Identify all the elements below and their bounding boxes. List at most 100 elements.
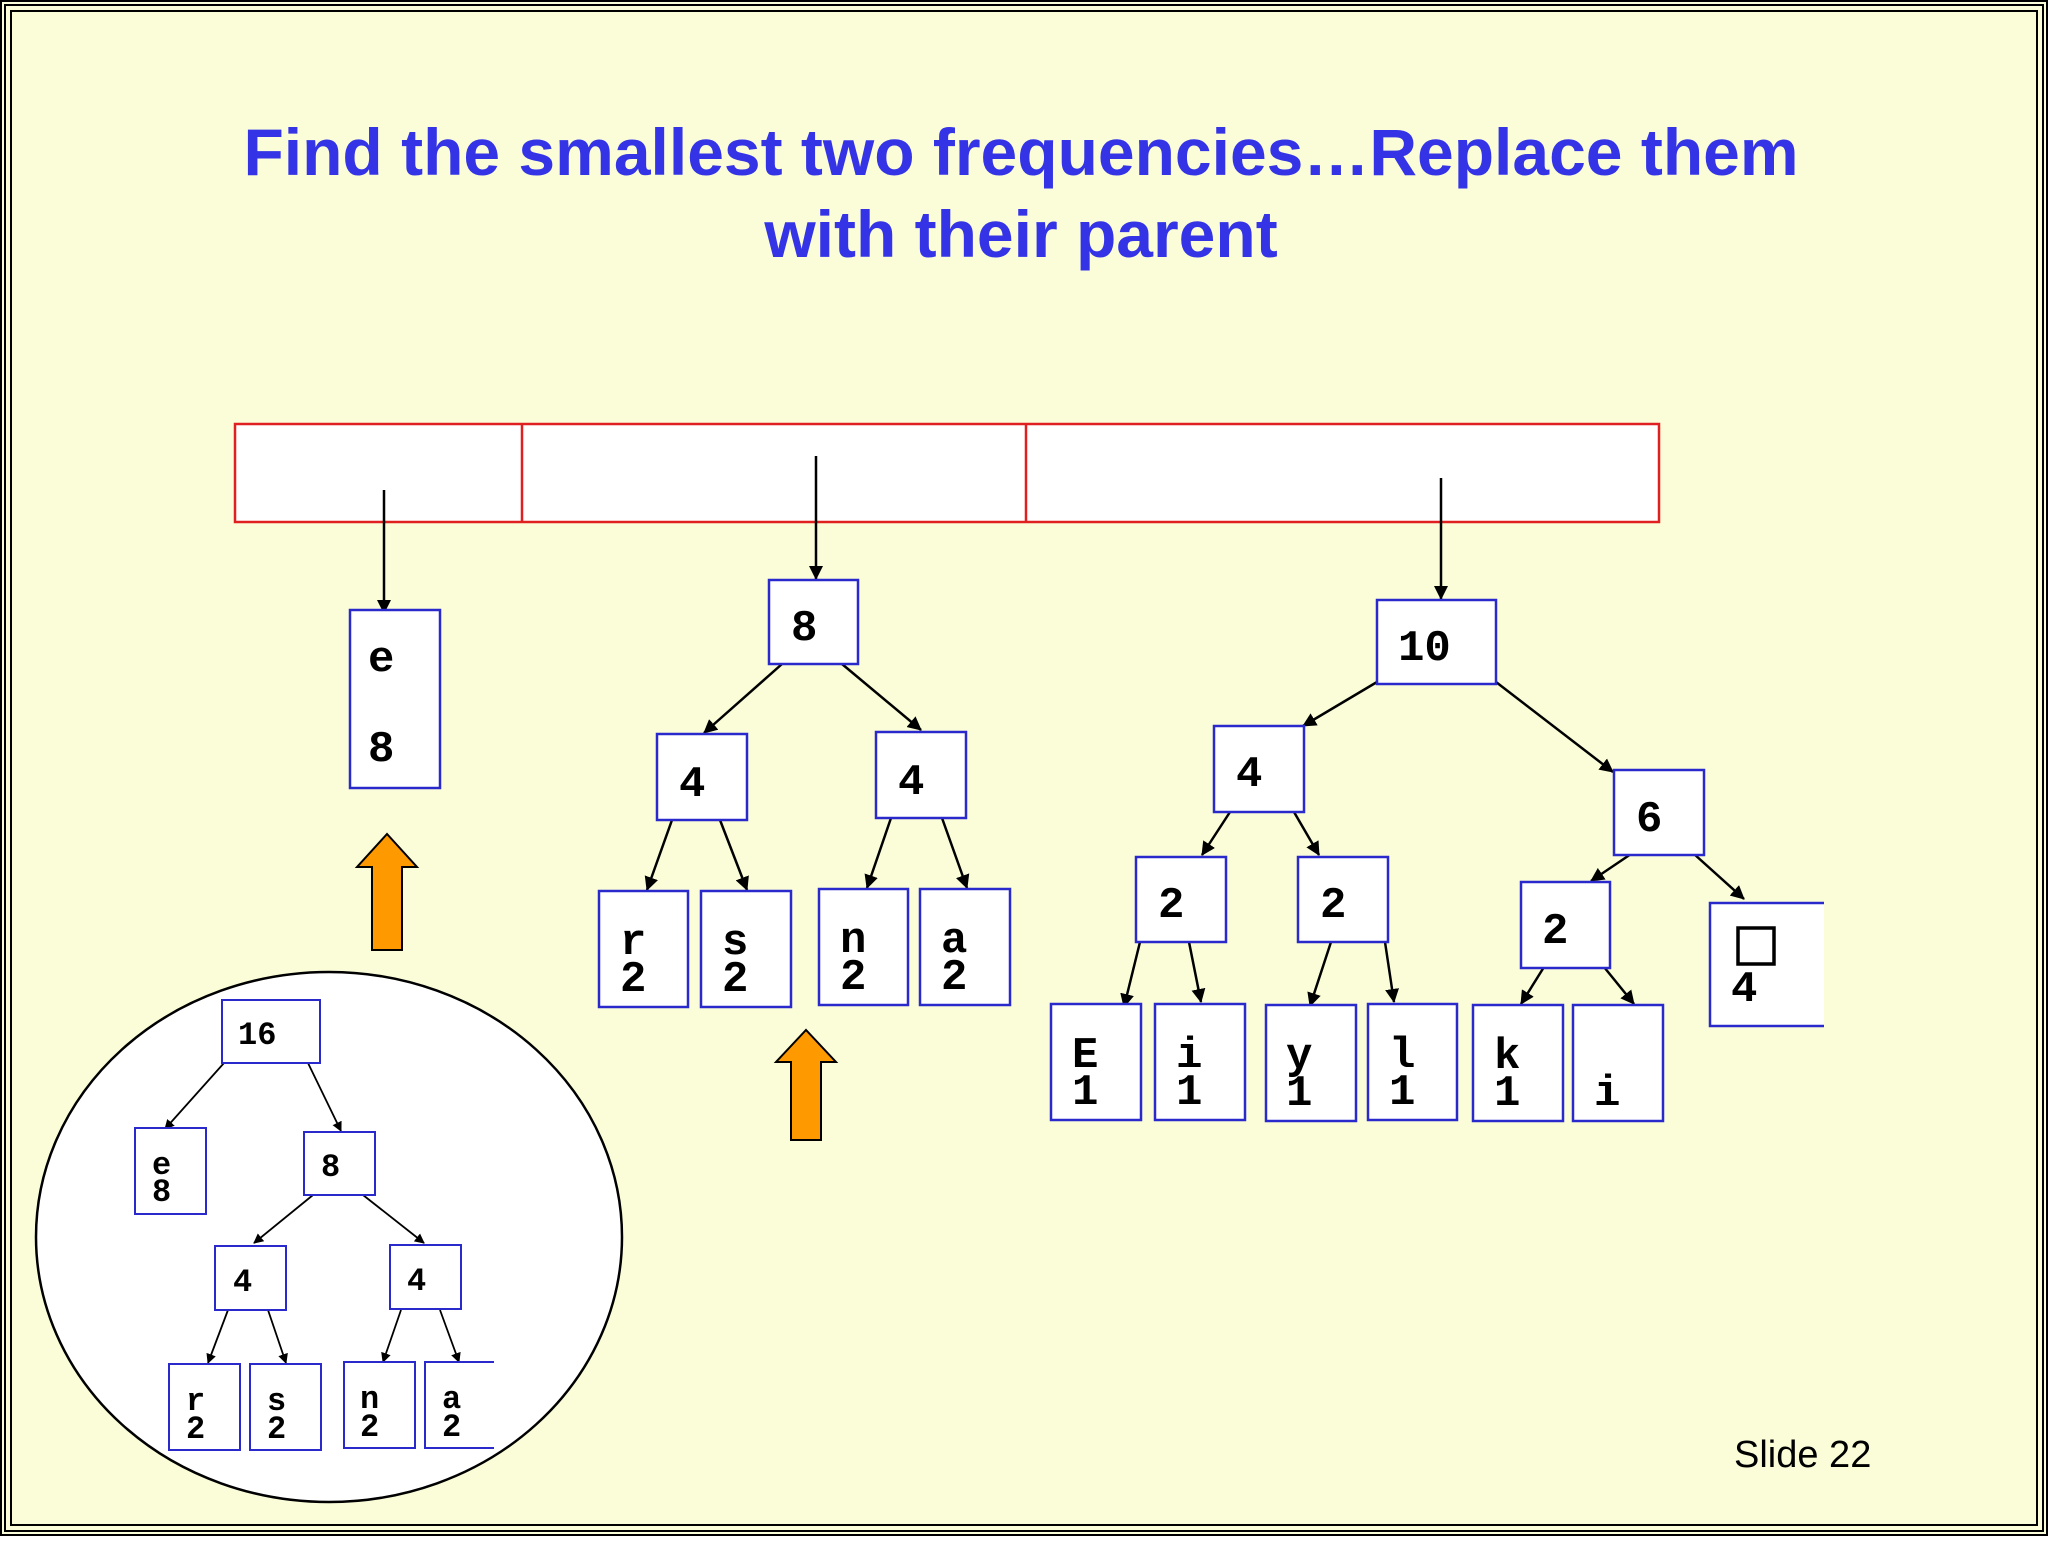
- node-frequency: 4: [233, 1264, 252, 1301]
- leaf-label: e: [152, 1147, 171, 1184]
- up-arrow-icon: [354, 832, 420, 951]
- node-frequency: 4: [407, 1263, 426, 1300]
- leaf-label: n: [840, 916, 866, 966]
- queue-box: [233, 422, 1661, 524]
- tree-edge: [1495, 681, 1614, 773]
- tree-edge: [1519, 966, 1546, 1005]
- leaf-label: E: [1072, 1031, 1098, 1081]
- tree-8: 8 4 4 r 2 s 2 n 2 a 2: [597, 578, 1012, 1009]
- priority-queue: [233, 422, 1661, 524]
- title-line-1: Find the smallest two frequencies…Replac…: [243, 115, 1799, 189]
- leaf-label: i: [1176, 1031, 1202, 1081]
- leaf-node: [134, 1127, 207, 1215]
- tree-edge: [267, 1309, 288, 1364]
- node-internal: [1519, 880, 1612, 970]
- tree-edge: [439, 1309, 461, 1363]
- tree-edge: [164, 1062, 225, 1130]
- tree-10: 10 4 6 2 2 2 4 E 1 i 1 y 1 l: [1049, 598, 1824, 1123]
- node-internal: [1612, 768, 1706, 857]
- node-frequency: 16: [238, 1017, 276, 1054]
- node-frequency: 2: [1320, 881, 1346, 931]
- tree-edge: [1590, 852, 1632, 883]
- tree-edge: [1120, 941, 1142, 1008]
- node-frequency: 2: [1158, 881, 1184, 931]
- leaf-node: [1264, 1003, 1358, 1123]
- tree-edge: [1693, 853, 1745, 900]
- node-internal: [874, 730, 968, 820]
- inset-tree: 16 e 8 8 4 4 r 2 s 2 n 2 a 2: [34, 970, 624, 1504]
- leaf-label: l: [1389, 1031, 1415, 1081]
- node-frequency: 4: [679, 760, 705, 810]
- tree-edge: [864, 817, 893, 889]
- node-internal: [303, 1131, 376, 1196]
- node-root: [1375, 598, 1498, 686]
- tree-edge: [644, 819, 674, 891]
- leaf-frequency: 2: [840, 953, 866, 1003]
- inset-ellipse: [34, 970, 624, 1504]
- leaf-label: y: [1286, 1032, 1312, 1082]
- slide-number: Slide 22: [1734, 1434, 1872, 1476]
- leaf-frequency: 2: [267, 1411, 286, 1448]
- leaf-frequency: 1: [1389, 1068, 1415, 1118]
- tree-edge: [841, 663, 922, 731]
- leaf-label: k: [1494, 1032, 1520, 1082]
- tree-edge: [1603, 966, 1635, 1005]
- leaf-frequency: 2: [442, 1409, 461, 1446]
- leaf-node: [1366, 1002, 1459, 1122]
- tree-edge: [307, 1062, 342, 1132]
- node-root: [221, 999, 321, 1064]
- leaf-label: r: [186, 1383, 205, 1420]
- tree-edge: [718, 819, 749, 891]
- leaf-frequency: i: [1594, 1069, 1620, 1119]
- tree-edge: [1292, 811, 1321, 856]
- node-internal: [1134, 855, 1228, 944]
- tree-edge: [1383, 941, 1399, 1003]
- tree-edge: [206, 1309, 229, 1364]
- leaf-frequency: 2: [360, 1409, 379, 1446]
- leaf-node: [918, 887, 1012, 1007]
- node-internal: [1296, 855, 1390, 944]
- node-label: e: [368, 635, 394, 685]
- leaf-node: [424, 1361, 494, 1449]
- leaf-node: [817, 887, 910, 1007]
- node-frequency: 4: [1236, 750, 1262, 800]
- leaf-label: a: [442, 1381, 461, 1418]
- leaf-node: [343, 1361, 416, 1449]
- tree-edge: [940, 817, 970, 889]
- tree-e8: e 8: [348, 608, 442, 790]
- leaf-label: s: [267, 1383, 286, 1420]
- leaf-frequency: 1: [1286, 1069, 1312, 1119]
- tree-edge: [253, 1194, 314, 1244]
- node-internal: [389, 1244, 462, 1310]
- leaf-label: s: [722, 918, 748, 968]
- leaf-node: [1153, 1002, 1247, 1122]
- title-line-2: with their parent: [764, 197, 1278, 271]
- leaf-frequency: 1: [1072, 1068, 1098, 1118]
- tree-edge: [381, 1309, 402, 1363]
- node-frequency: 8: [791, 604, 817, 654]
- huffman-diagram: e 8 8 4 4 r 2 s 2 n: [34, 422, 1824, 1504]
- leaf-frequency: 1: [1494, 1069, 1520, 1119]
- leaf-node: [249, 1363, 322, 1451]
- node-frequency: 4: [898, 758, 924, 808]
- tree-edge: [1307, 941, 1333, 1007]
- tree-edge: [362, 1194, 425, 1244]
- node-e: [348, 608, 442, 790]
- leaf-node: [1471, 1003, 1565, 1123]
- slide-title: Find the smallest two frequencies…Replac…: [126, 111, 1916, 275]
- node-root: [767, 578, 860, 666]
- leaf-frequency: 2: [941, 953, 967, 1003]
- leaf-label: n: [360, 1381, 379, 1418]
- tree-edge: [1200, 811, 1232, 856]
- leaf-label: r: [620, 918, 646, 968]
- leaf-label: a: [941, 916, 967, 966]
- node-internal: [1212, 724, 1306, 814]
- up-arrow-icon: [773, 1028, 839, 1141]
- leaf-frequency: 2: [722, 955, 748, 1005]
- tree-edge: [1187, 941, 1206, 1003]
- leaf-node: [699, 889, 793, 1009]
- leaf-frequency: 4: [1731, 965, 1757, 1015]
- leaf-frequency: 2: [186, 1411, 205, 1448]
- node-frequency: 8: [321, 1149, 340, 1186]
- tree-edge: [1302, 680, 1378, 728]
